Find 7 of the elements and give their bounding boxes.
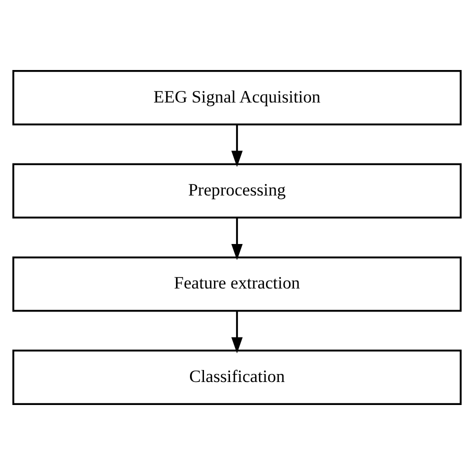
node-box: Feature extraction bbox=[12, 256, 462, 312]
arrow bbox=[231, 217, 243, 260]
arrow bbox=[231, 310, 243, 353]
arrow bbox=[231, 124, 243, 166]
node-box: Classification bbox=[12, 349, 462, 404]
node-box: EEG Signal Acquisition bbox=[12, 70, 462, 125]
node-box: Preprocessing bbox=[12, 162, 462, 218]
